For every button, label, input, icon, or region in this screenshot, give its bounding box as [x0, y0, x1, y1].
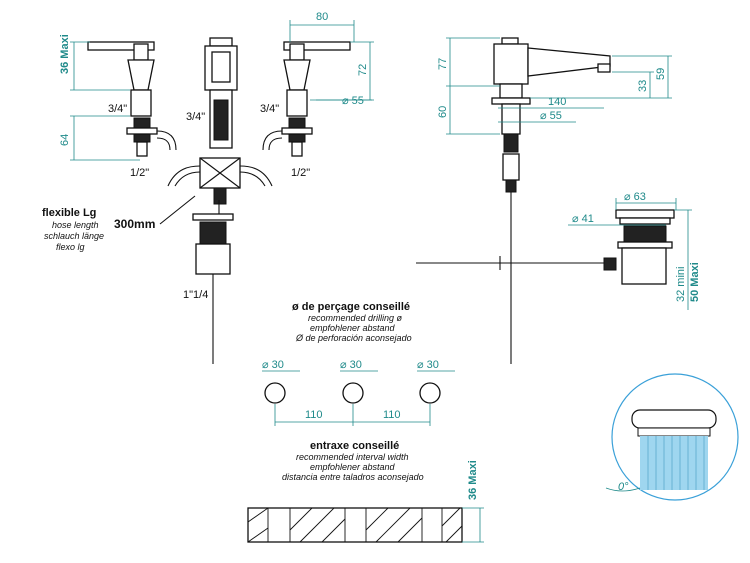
spray-stream	[640, 436, 708, 490]
hose-line-en: hose length	[52, 220, 99, 230]
angle-label: 0°	[618, 481, 629, 493]
interval-line-de: empfohlener abstand	[310, 462, 396, 472]
hole-3	[419, 382, 441, 404]
right-handle-lever	[283, 41, 351, 51]
hole-dia-3: ⌀ 30	[417, 359, 439, 371]
dim-140: 140	[548, 96, 566, 108]
center-thread	[213, 99, 229, 141]
hose-line-es: flexo lg	[56, 242, 85, 252]
dim-33: 33	[637, 80, 649, 92]
hole-1	[264, 382, 286, 404]
drilling-title: ø de perçage conseillé	[292, 301, 410, 313]
dim-77: 77	[437, 58, 449, 70]
dim-dia-55-side: ⌀ 55	[540, 110, 562, 122]
interval-title: entraxe conseillé	[310, 440, 399, 452]
dim-dia-55-front: ⌀ 55	[342, 95, 364, 107]
side-view: 77 60 140 ⌀ 55 33 59	[437, 37, 672, 364]
spacing-2: 110	[383, 409, 401, 421]
interval-plate	[247, 507, 463, 543]
interval-section: entraxe conseillé recommended interval w…	[247, 440, 484, 543]
thread-waste: 1"1/4	[183, 289, 208, 301]
hole-dia-1: ⌀ 30	[262, 359, 284, 371]
waste-cap	[615, 209, 675, 219]
drilling-section: ø de perçage conseillé recommended drill…	[262, 301, 455, 426]
dim-dia-63: ⌀ 63	[624, 191, 646, 203]
thread-left-upper: 3/4"	[108, 103, 127, 115]
drilling-line-en: recommended drilling ø	[308, 313, 403, 323]
front-view: 80 36 Maxi 72 ⌀ 55 64 3/4" 3/4" 3/4" 1/2…	[42, 11, 374, 364]
waste-thread-front	[199, 221, 227, 245]
thread-right-lower: 1/2"	[291, 167, 310, 179]
hose-title: flexible Lg	[42, 207, 96, 219]
drilling-line-de: empfohlener abstand	[310, 323, 396, 333]
dim-80: 80	[316, 11, 328, 23]
dim-60: 60	[437, 106, 449, 118]
left-handle-body	[127, 59, 155, 91]
spacing-1: 110	[305, 409, 323, 421]
dim-50-maxi: 50 Maxi	[689, 262, 701, 302]
waste-flange-front	[192, 213, 234, 221]
dim-59: 59	[655, 68, 667, 80]
hole-dia-2: ⌀ 30	[340, 359, 362, 371]
aerator-detail: 0°	[605, 373, 739, 501]
spout-body-side	[493, 43, 529, 85]
right-handle-body	[283, 59, 311, 91]
dim-72: 72	[357, 64, 369, 76]
dim-32-mini: 32 mini	[675, 267, 687, 302]
thread-left-lower: 1/2"	[130, 167, 149, 179]
hose-length: 300mm	[114, 217, 155, 231]
interval-line-es: distancia entre taladros aconsejado	[282, 472, 424, 482]
thread-right-upper: 3/4"	[260, 103, 279, 115]
interval-line-en: recommended interval width	[296, 452, 409, 462]
thread-center-upper: 3/4"	[186, 111, 205, 123]
hole-2	[342, 382, 364, 404]
hose-line-de: schlauch länge	[44, 231, 104, 241]
dim-64: 64	[59, 134, 71, 146]
dim-36-maxi: 36 Maxi	[59, 34, 71, 74]
waste-detail: ⌀ 63 ⌀ 41 32 mini 50 Maxi	[416, 191, 701, 310]
dim-36-maxi-bottom: 36 Maxi	[467, 460, 479, 500]
waste-body	[621, 247, 667, 285]
drilling-line-es: Ø de perforación aconsejado	[295, 333, 412, 343]
left-handle-lever	[87, 41, 155, 51]
dim-dia-41: ⌀ 41	[572, 213, 594, 225]
